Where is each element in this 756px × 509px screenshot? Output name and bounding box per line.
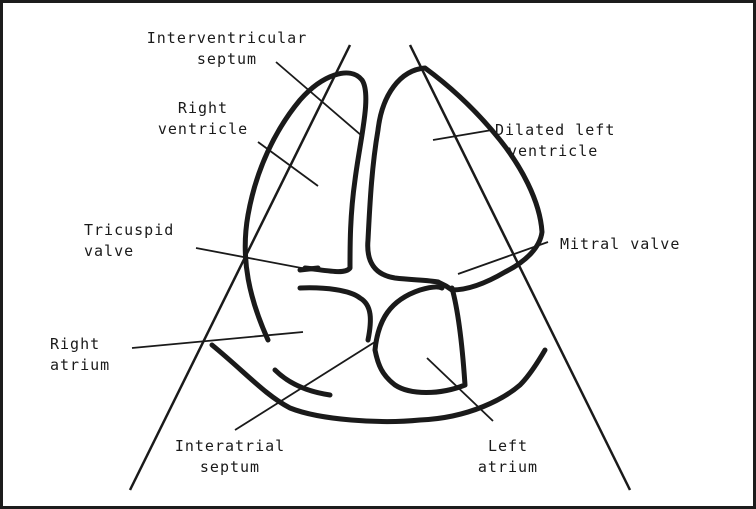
label-left-atrium: Left atrium <box>468 436 548 478</box>
label-interatrial-septum: Interatrial septum <box>155 436 305 478</box>
label-left-atrium-line2: atrium <box>477 458 539 476</box>
leader-interventricular-septum <box>275 61 363 137</box>
left-atrium-wall <box>372 284 468 395</box>
leader-mitral-valve <box>457 241 549 275</box>
label-right-ventricle: Right ventricle <box>148 98 258 140</box>
right-atrial-floor <box>272 367 333 398</box>
label-mitral-valve: Mitral valve <box>560 234 730 255</box>
leader-tricuspid-valve <box>195 247 313 271</box>
label-right-atrium-line1: Right <box>50 335 101 353</box>
leader-right-ventricle <box>257 141 319 187</box>
sector-right-edge <box>408 44 632 491</box>
leader-right-atrium <box>131 331 304 349</box>
atrial-floor-curve <box>209 342 548 424</box>
leader-interatrial-septum <box>234 339 379 431</box>
label-tricuspid-valve-line1: Tricuspid <box>84 221 175 239</box>
label-right-atrium: Right atrium <box>50 334 140 376</box>
label-interatrial-septum-line2: septum <box>199 458 261 476</box>
sector-left-edge <box>128 44 352 491</box>
left-ventricle-wall <box>365 65 545 293</box>
label-tricuspid-valve-line2: valve <box>84 242 135 260</box>
leader-dilated-left-ventricle <box>432 129 493 141</box>
label-right-atrium-line2: atrium <box>50 356 111 374</box>
label-dilated-left-ventricle-line2: ventricle <box>508 142 599 160</box>
mitral-leaflet <box>435 279 455 293</box>
label-interventricular-septum: Interventricular septum <box>117 28 337 70</box>
label-dilated-left-ventricle: Dilated left ventricle <box>495 120 635 162</box>
right-ventricle-wall <box>242 70 369 343</box>
label-left-atrium-line1: Left <box>487 437 529 455</box>
label-interventricular-septum-line2: septum <box>196 50 258 68</box>
label-interventricular-septum-line1: Interventricular <box>146 29 308 47</box>
right-atrium-wall <box>297 285 373 343</box>
label-mitral-valve-line1: Mitral valve <box>560 235 681 253</box>
label-interatrial-septum-line1: Interatrial <box>174 437 286 455</box>
label-right-ventricle-line1: Right <box>177 99 229 117</box>
label-right-ventricle-line2: ventricle <box>157 120 249 138</box>
label-tricuspid-valve: Tricuspid valve <box>84 220 204 262</box>
leader-left-atrium <box>426 357 494 422</box>
label-dilated-left-ventricle-line1: Dilated left <box>495 121 616 139</box>
